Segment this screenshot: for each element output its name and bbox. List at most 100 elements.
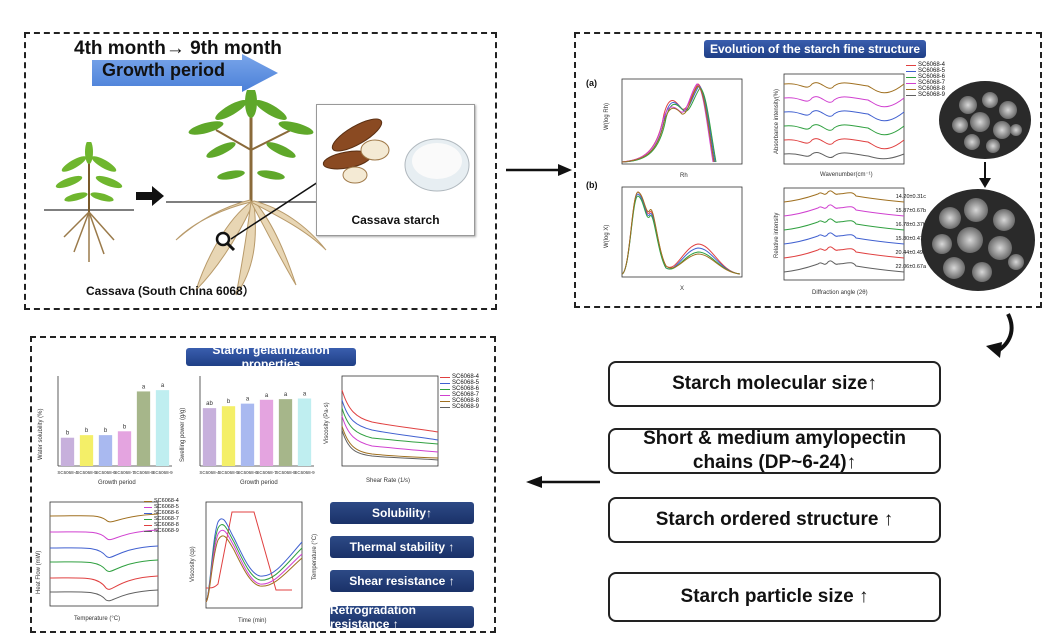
label-a: (a) — [586, 78, 597, 88]
xrd-value: 14.20±0.31c — [895, 194, 926, 200]
category-label: SC6068-9 — [294, 470, 315, 475]
property-solubility: Solubility↑ — [330, 502, 474, 524]
legend-item: SC6068-9 — [906, 92, 958, 98]
ftir-chart: Absorbance intensity(%) Wavenumber(cm⁻¹) — [774, 73, 905, 178]
significance-letter: a — [246, 397, 250, 403]
bar — [136, 391, 151, 466]
legend-item: SC6068-7 — [144, 516, 186, 522]
category-label: SC6068-5 — [218, 470, 239, 475]
property-thermal-stability: Thermal stability ↑ — [330, 536, 474, 558]
dsc-xlabel: Temperature (°C) — [74, 616, 120, 622]
gpc-chart-b: W(log X) X — [604, 186, 743, 292]
growth-banner-arrow — [92, 54, 278, 92]
growth-arrow-icon — [136, 186, 164, 206]
legend-item: SC6068-7 — [906, 80, 958, 86]
significance-letter: b — [85, 428, 89, 434]
result-ordered-structure: Starch ordered structure ↑ — [608, 497, 941, 543]
fine-legend: SC6068-4 SC6068-5 SC6068-6 SC6068-7 SC60… — [906, 62, 958, 98]
category-label: SC6068-5 — [76, 470, 97, 475]
xrd-chart: Relative intensity Diffraction angle (2θ… — [774, 187, 905, 296]
bar — [240, 403, 255, 466]
legend-item: SC6068-6 — [144, 510, 186, 516]
gpc-b-ylabel: W(log X) — [604, 225, 610, 248]
bar — [98, 435, 113, 466]
swelling-xlabel: Growth period — [240, 480, 278, 486]
legend-item: SC6068-8 — [906, 86, 958, 92]
ftir-xlabel: Wavenumber(cm⁻¹) — [820, 172, 873, 178]
legend-item: SC6068-5 — [144, 504, 186, 510]
young-plant-illustration — [44, 142, 134, 262]
curved-down-arrow — [986, 313, 1014, 358]
mature-plant-illustration — [166, 90, 336, 296]
swelling-ylabel: Swelling power (g/g) — [180, 408, 186, 462]
solubility-xlabel: Growth period — [98, 480, 136, 486]
gpc-chart-a: W(log Rh) Rh — [604, 78, 743, 179]
rva-ylabel: Viscosity (cp) — [190, 546, 196, 582]
sem-image-bottom — [921, 189, 1035, 291]
property-retrogradation-resistance: Retrogradation resistance ↑ — [330, 603, 474, 631]
category-label: SC6068-8 — [133, 470, 154, 475]
significance-letter: ab — [206, 401, 213, 407]
legend-item: SC6068-4 — [440, 374, 492, 380]
flow-arrow-left — [526, 476, 600, 488]
fine-structure-title: Evolution of the starch fine structure — [704, 40, 926, 58]
xrd-value: 16.78±0.37b — [895, 222, 926, 228]
dsc-legend: SC6068-4 SC6068-5 SC6068-6 SC6068-7 SC60… — [144, 498, 186, 534]
growth-banner-label: Growth period — [102, 60, 225, 80]
solubility-ylabel: Water solubility (%) — [38, 409, 44, 460]
significance-letter: a — [265, 393, 269, 399]
viscosity-chart: Viscosity (Pa·s) Shear Rate (1/s) — [324, 375, 439, 484]
category-label: SC6068-6 — [237, 470, 258, 475]
category-label: SC6068-8 — [275, 470, 296, 475]
xrd-ylabel: Relative intensity — [774, 213, 780, 258]
xrd-values: 14.20±0.31c 15.87±0.67b 16.78±0.37b 15.8… — [876, 190, 926, 274]
xrd-value: 15.80±0.47b — [895, 236, 926, 242]
legend-item: SC6068-8 — [144, 522, 186, 528]
bar — [155, 390, 170, 466]
viscosity-legend: SC6068-4 SC6068-5 SC6068-6 SC6068-7 SC60… — [440, 374, 492, 410]
cultivar-label: Cassava (South China 6068） — [86, 284, 255, 298]
rva-xlabel: Time (min) — [238, 618, 266, 624]
xrd-value: 20.44±0.49a — [895, 250, 926, 256]
fine-structure-panel: Evolution of the starch fine structure (… — [574, 32, 1042, 308]
viscosity-ylabel: Viscosity (Pa·s) — [324, 402, 330, 444]
significance-letter: a — [142, 384, 146, 390]
significance-letter: a — [303, 392, 307, 398]
ftir-ylabel: Absorbance intensity(%) — [774, 89, 780, 154]
bar — [297, 398, 312, 466]
bar — [202, 408, 217, 466]
flow-arrow-right — [506, 164, 572, 176]
legend-item: SC6068-9 — [440, 404, 492, 410]
category-label: SC6068-4 — [57, 470, 78, 475]
legend-item: SC6068-4 — [144, 498, 186, 504]
sem-down-arrow — [979, 162, 991, 188]
magnifier-icon — [215, 231, 236, 252]
xrd-xlabel: Diffraction angle (2θ) — [812, 290, 868, 296]
significance-letter: b — [104, 428, 108, 434]
label-b: (b) — [586, 180, 598, 190]
result-amylopectin-chains: Short & medium amylopectin chains (DP~6-… — [608, 428, 941, 474]
result-molecular-size: Starch molecular size↑ — [608, 361, 941, 407]
solubility-bar-chart: bSC6068-4bSC6068-5bSC6068-6bSC6068-7aSC6… — [38, 376, 173, 486]
category-label: SC6068-7 — [256, 470, 277, 475]
category-label: SC6068-9 — [152, 470, 173, 475]
significance-letter: a — [284, 392, 288, 398]
property-shear-resistance: Shear resistance ↑ — [330, 570, 474, 592]
category-label: SC6068-6 — [95, 470, 116, 475]
months-label: 4th month→ 9th month — [74, 38, 282, 59]
bar — [117, 431, 132, 466]
significance-letter: b — [66, 431, 70, 437]
bar — [79, 435, 94, 466]
significance-letter: b — [227, 399, 231, 405]
xrd-value: 22.06±0.67a — [895, 264, 926, 270]
significance-letter: a — [161, 383, 165, 389]
category-label: SC6068-7 — [114, 470, 135, 475]
category-label: SC6068-4 — [199, 470, 220, 475]
legend-item: SC6068-7 — [440, 392, 492, 398]
viscosity-xlabel: Shear Rate (1/s) — [366, 478, 410, 484]
gpc-a-ylabel: W(log Rh) — [604, 103, 610, 130]
legend-item: SC6068-6 — [906, 74, 958, 80]
growth-panel: 4th month→ 9th month Growth period — [24, 32, 497, 310]
gpc-b-xlabel: X — [680, 286, 684, 292]
